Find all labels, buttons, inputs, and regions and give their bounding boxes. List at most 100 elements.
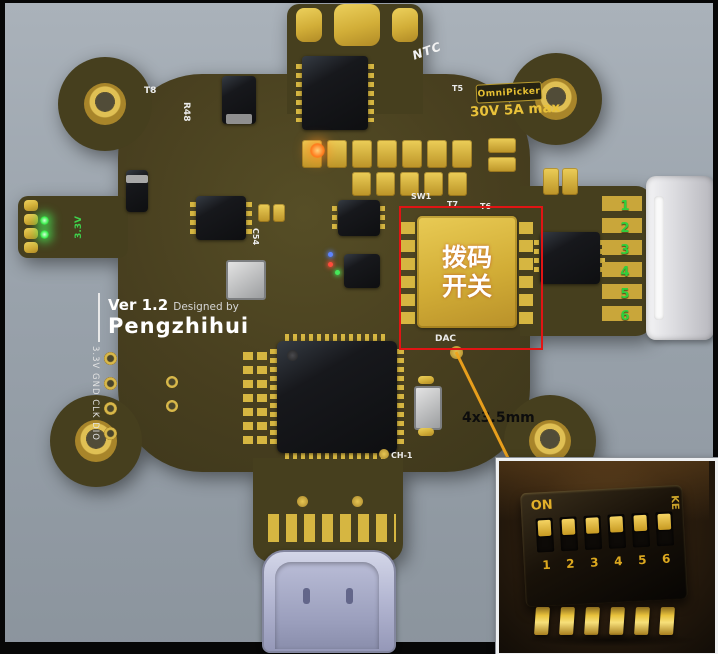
inset-base-shadow xyxy=(523,633,699,647)
dip-slider xyxy=(561,518,576,536)
gold-pin xyxy=(584,607,600,635)
inset-pin-number: 1 xyxy=(541,557,551,573)
dip-switch-1 xyxy=(535,517,555,553)
connector-pin-number: 1 xyxy=(620,199,630,214)
dip-slider xyxy=(633,514,648,532)
capacitor xyxy=(543,168,559,195)
capacitor xyxy=(424,172,443,196)
inset-pin-number: 3 xyxy=(589,555,599,570)
component-band xyxy=(226,114,252,124)
status-led-green xyxy=(40,230,49,239)
dip-pad-column-left xyxy=(401,222,415,326)
through-hole xyxy=(166,376,178,388)
connector-pin-number: 2 xyxy=(620,221,630,236)
gold-pin xyxy=(534,607,550,635)
solder-pad xyxy=(296,8,322,42)
dip-switch-label-line2: 开关 xyxy=(441,272,492,301)
capacitor xyxy=(562,168,578,195)
ic-pins xyxy=(190,202,196,234)
frame-right xyxy=(713,0,718,654)
solder-pad xyxy=(24,228,38,239)
indicator-led-red xyxy=(328,262,333,267)
test-pad xyxy=(379,449,389,459)
capacitor xyxy=(400,172,419,196)
capacitor xyxy=(327,140,347,168)
ic-pins xyxy=(534,240,539,276)
mcu-pin1-dot xyxy=(287,350,298,361)
ic-pins xyxy=(296,64,302,122)
pcb-tab-bottom xyxy=(253,458,403,562)
inset-pin-number: 2 xyxy=(565,556,575,571)
dip-switch-inset-photo: ON KE 1 2 3 4 5 6 xyxy=(496,458,718,654)
inset-switch-body: ON KE 1 2 3 4 5 6 xyxy=(520,484,688,608)
capacitor xyxy=(273,204,285,222)
indicator-led-green xyxy=(335,270,340,275)
solder-pad xyxy=(418,428,434,436)
indicator-led-blue xyxy=(328,252,333,257)
connector-pad-column xyxy=(602,196,642,328)
solder-pad xyxy=(24,214,38,225)
dip-pad-column-right xyxy=(519,222,533,326)
ic-pins xyxy=(380,206,385,230)
ic-chip xyxy=(302,56,368,130)
designer-name: Pengzhihui xyxy=(108,314,250,338)
silkscreen-t8: T8 xyxy=(144,86,157,96)
castellated-pad-row xyxy=(268,514,396,542)
silkscreen-debug-header: 3.3V GND CLK DIO xyxy=(90,346,100,441)
silkscreen-dac: DAC xyxy=(435,334,457,344)
ic-chip xyxy=(540,232,600,284)
capacitor xyxy=(258,204,270,222)
mcu-pins-top xyxy=(285,334,389,341)
dip-slider xyxy=(585,517,600,534)
mcu-pins-bottom xyxy=(285,452,389,459)
dip-switch-6 xyxy=(655,511,675,547)
silkscreen-3v3: 3.3V xyxy=(74,216,84,239)
capacitor xyxy=(402,140,422,168)
connector-pin-number: 4 xyxy=(620,265,630,280)
crystal-component xyxy=(414,386,442,430)
connector-pin-number: 6 xyxy=(620,309,630,324)
gold-pin xyxy=(609,607,625,635)
through-hole xyxy=(166,400,178,412)
silkscreen-sw1: SW1 xyxy=(411,192,432,201)
crystal-component xyxy=(226,260,266,300)
through-hole xyxy=(104,352,117,365)
ic-chip xyxy=(338,200,380,236)
usb-c-shell xyxy=(275,562,379,649)
ic-chip xyxy=(196,196,246,240)
dip-slider xyxy=(609,515,624,533)
dip-switch-component: 拨码 开关 xyxy=(417,216,517,328)
capacitor xyxy=(452,140,472,168)
capacitor xyxy=(376,172,395,196)
capacitor xyxy=(488,157,516,172)
solder-pad xyxy=(24,242,38,253)
capacitor xyxy=(377,140,397,168)
connector-groove xyxy=(654,196,664,320)
ic-pins xyxy=(368,64,374,122)
through-hole xyxy=(104,427,117,440)
mounting-hole-top-right xyxy=(535,78,577,120)
version-label: Ver 1.2 xyxy=(108,296,169,314)
status-led-orange xyxy=(310,143,325,158)
silkscreen-t5: T5 xyxy=(452,84,464,93)
status-led-green xyxy=(40,216,49,225)
mcu-pins-left xyxy=(270,349,277,445)
ic-pins xyxy=(332,206,337,230)
through-hole xyxy=(104,377,117,390)
inset-on-label: ON xyxy=(530,497,554,514)
inset-pin-number: 5 xyxy=(637,552,647,568)
silkscreen-c54: C54 xyxy=(251,228,260,246)
usb-c-spring xyxy=(303,588,310,604)
solder-pad xyxy=(334,4,380,46)
gold-pin xyxy=(659,607,675,635)
inset-pin-number: 4 xyxy=(613,554,623,569)
silkscreen-t7: T7 xyxy=(447,200,459,209)
test-pad xyxy=(297,496,308,507)
dip-switch-highlight-box xyxy=(399,206,543,350)
gold-pin xyxy=(559,607,575,635)
pad-column xyxy=(243,352,253,448)
usb-c-spring xyxy=(346,588,353,604)
capacitor xyxy=(427,140,447,168)
dip-slider xyxy=(537,519,552,537)
